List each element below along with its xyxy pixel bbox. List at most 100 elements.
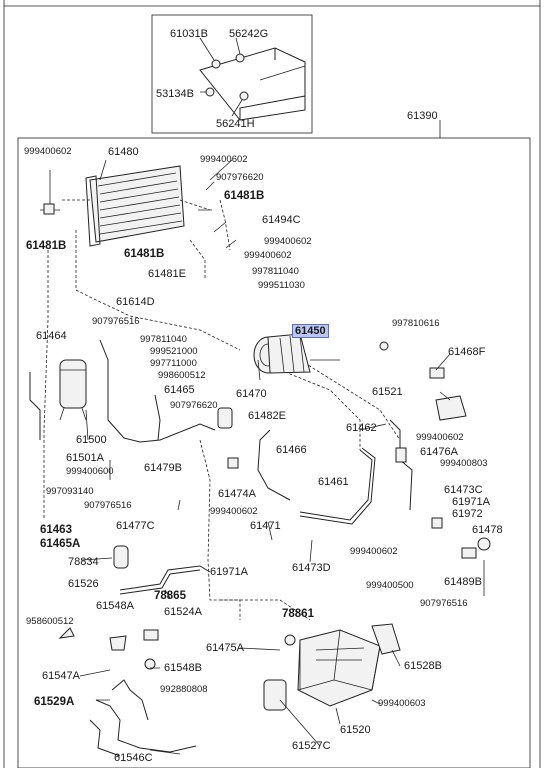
gasket-61528b [371, 623, 401, 655]
part-61524a [143, 629, 159, 641]
label-part: 61481B [224, 190, 265, 202]
pipe-61479b [139, 423, 216, 443]
label-part: 61614D [116, 296, 155, 308]
label-part: 999400602 [210, 506, 258, 517]
label-part: 999400603 [378, 698, 426, 709]
label-part: 61477C [116, 520, 155, 532]
inset-bracket [199, 47, 306, 121]
label-part: 61482E [248, 410, 286, 422]
label-part: 61489B [444, 576, 482, 588]
pipe-61526 [119, 565, 211, 591]
label-part: 958600512 [26, 616, 74, 627]
label-part: 78865 [154, 590, 186, 602]
label-part: 61520 [340, 724, 371, 736]
label-part: 999400602 [350, 546, 398, 557]
label-part: 61526 [68, 578, 99, 590]
label-part: 997810616 [392, 318, 440, 329]
hose-61466 [257, 429, 291, 501]
label-part: 78861 [282, 608, 314, 620]
label-part: 999511030 [258, 280, 305, 291]
label-inset-53134b: 53134B [156, 88, 194, 100]
label-part: 999400500 [366, 580, 414, 591]
label-part: 61528B [404, 660, 442, 672]
duct-61527c [263, 679, 287, 711]
label-part: 999400602 [264, 236, 312, 247]
hose-61461 [299, 449, 373, 521]
label-part: 61465A [40, 538, 81, 550]
label-part: 61529A [34, 696, 75, 708]
label-part: 61473C [444, 484, 483, 496]
label-part: 997093140 [46, 486, 94, 497]
label-part: 61501A [66, 452, 104, 464]
label-part: 907976620 [216, 172, 264, 183]
label-inset-56242g: 56242G [229, 28, 269, 40]
label-part: 61494C [262, 214, 301, 226]
label-part: 997811040 [252, 266, 299, 277]
label-part: 997811040 [140, 334, 187, 345]
label-part: 999400602 [200, 154, 248, 165]
label-part: 999400803 [440, 458, 488, 469]
label-main-ref-61390: 61390 [407, 110, 438, 122]
label-part: 61481E [148, 268, 186, 280]
wiring-harness-61546c [95, 699, 197, 753]
label-part: 998600512 [158, 370, 206, 381]
label-part: 907976516 [420, 598, 468, 609]
label-part: 61548A [96, 600, 134, 612]
label-inset-61031b: 61031B [170, 28, 208, 40]
label-part: 61971A [452, 496, 490, 508]
inset-bolts [205, 53, 249, 101]
label-part: 61468F [448, 346, 486, 358]
pipe-61465 [154, 394, 161, 441]
label-part: 78834 [68, 556, 99, 568]
label-part: 61466 [276, 444, 307, 456]
label-part: 61464 [36, 330, 67, 342]
main-frame [17, 137, 531, 768]
label-part: 61524A [164, 606, 202, 618]
label-part: 61481B [26, 240, 67, 252]
label-part: 61527C [292, 740, 331, 752]
sensor-61548a [109, 635, 127, 651]
pipe-61462 [389, 419, 413, 511]
label-part: 61548B [164, 662, 202, 674]
label-part: 61500 [76, 434, 107, 446]
fitting-61470 [217, 407, 233, 429]
label-part: 997711000 [150, 358, 197, 369]
label-part: 61478 [472, 524, 503, 536]
pipe-61464 [99, 339, 141, 443]
label-part: 61481B [124, 248, 165, 260]
valve-61489b [461, 547, 477, 559]
label-part: 999400602 [416, 432, 464, 443]
part-61468f [429, 367, 445, 379]
label-part: 992880808 [160, 684, 208, 695]
label-part: 61475A [206, 642, 244, 654]
label-part: 61479B [144, 462, 182, 474]
receiver-drier-drawing [59, 359, 87, 421]
label-part: 61474A [218, 488, 256, 500]
label-part: 907976516 [84, 500, 132, 511]
label-part: 61971A [210, 566, 248, 578]
can-78834 [113, 545, 129, 569]
label-part: 907976516 [92, 316, 140, 327]
label-part: 61476A [420, 446, 458, 458]
label-part: 61473D [292, 562, 331, 574]
label-part: 61470 [236, 388, 267, 400]
label-part: 61521 [372, 386, 403, 398]
label-part: 907976620 [170, 400, 218, 411]
label-part: 999400600 [66, 466, 114, 477]
label-part: 999400602 [244, 250, 292, 261]
label-inset-56241h: 56241H [216, 118, 255, 130]
label-part: 61546C [114, 752, 153, 764]
condenser-drawing [85, 165, 185, 247]
evaporator-unit-drawing [297, 629, 381, 707]
compressor-drawing [253, 333, 311, 374]
label-part: 999521000 [150, 346, 198, 357]
label-part: 61972 [452, 508, 483, 520]
label-part: 61480 [108, 146, 139, 158]
bracket-61521 [435, 395, 467, 421]
label-part: 61462 [346, 422, 377, 434]
fitting-61474a [227, 457, 239, 469]
label-part: 61547A [42, 670, 80, 682]
label-part: 61461 [318, 476, 349, 488]
